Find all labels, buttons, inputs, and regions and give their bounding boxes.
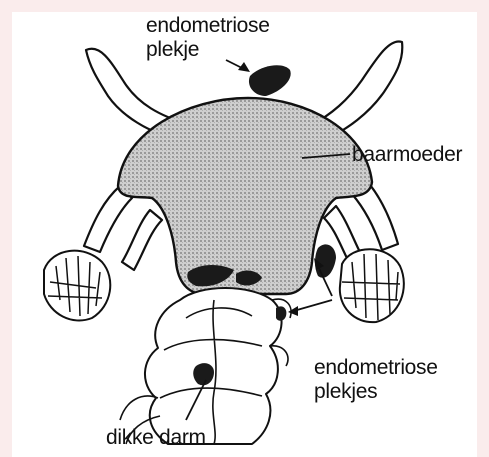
lesion-right-colon [276,306,286,320]
label-top-lesion-line2: plekje [146,38,270,62]
right-ovary [340,249,404,322]
label-uterus: baarmoeder [352,143,462,167]
label-lesions: endometriose plekjes [314,356,438,404]
lesion-top [249,65,291,96]
label-top-lesion: endometriose plekje [146,14,270,62]
left-ovary [44,251,110,321]
label-colon: dikke darm [106,426,206,450]
label-lesions-line2: plekjes [314,380,438,404]
lesion-right-tube [315,244,336,277]
label-top-lesion-line1: endometriose [146,14,270,38]
label-lesions-line1: endometriose [314,356,438,380]
